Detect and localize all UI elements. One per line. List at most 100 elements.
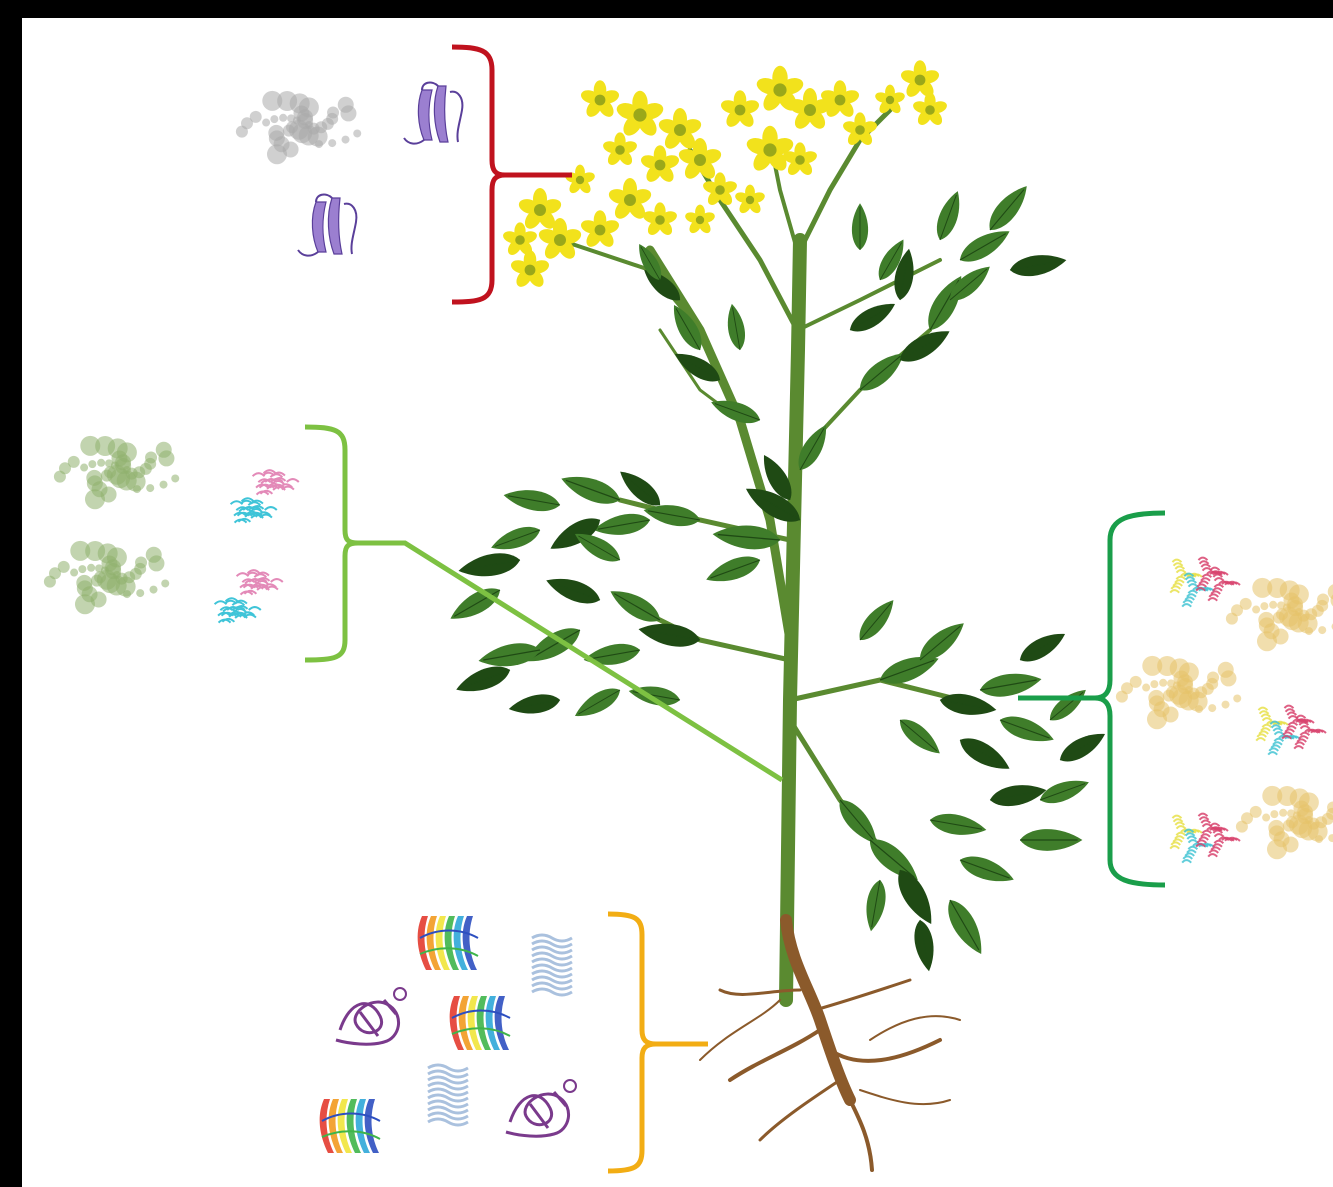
leaves-bracket: [1018, 513, 1165, 885]
leaf: [703, 551, 764, 589]
barrel-strand: [495, 996, 509, 1050]
flower: [579, 210, 621, 250]
protein-blob: [1208, 704, 1216, 712]
complex-subunit: [1174, 563, 1183, 566]
protein-blob: [1283, 603, 1291, 611]
protein-blob: [1147, 709, 1167, 729]
protein-blob: [133, 485, 141, 493]
protein-loop: [404, 138, 424, 144]
complex-subunit: [1200, 561, 1209, 564]
protein-blob: [148, 555, 164, 571]
protein-blob: [1188, 688, 1200, 700]
protein-loop: [344, 204, 356, 254]
leaf: [606, 583, 665, 629]
complex-subunit: [1176, 833, 1185, 836]
complex-subunit: [1299, 723, 1308, 726]
protein-blob: [126, 468, 138, 480]
blue-helical-icon: [428, 1065, 468, 1125]
complex-subunit: [1201, 565, 1210, 568]
complex-subunit: [1301, 726, 1310, 729]
multicolor-complex-icon: [1170, 558, 1240, 607]
multicolor-complex-icon: [1170, 814, 1240, 863]
protein-blob: [1262, 814, 1270, 822]
green-assembly-icon: [54, 436, 179, 509]
dimer-strand-b: [265, 507, 277, 510]
complex-subunit: [1183, 600, 1192, 603]
beta-strand: [328, 198, 342, 254]
protein-blob: [80, 464, 88, 472]
complex-subunit: [1261, 728, 1270, 731]
complex-subunit: [1210, 568, 1219, 571]
complex-subunit: [1175, 567, 1184, 570]
complex-subunit: [1273, 729, 1282, 732]
complex-subunit: [1187, 594, 1196, 597]
complex-subunit: [1214, 585, 1223, 588]
complex-subunit: [1188, 847, 1197, 850]
protein-blob: [117, 442, 137, 462]
complex-subunit: [1182, 604, 1191, 607]
protein-blob: [1305, 627, 1313, 635]
leaf: [1045, 684, 1091, 727]
flower: [642, 202, 679, 237]
protein-blob: [315, 140, 323, 148]
blue-helical-icon: [532, 935, 572, 995]
protein-blob: [116, 573, 128, 585]
complex-subunit: [1175, 580, 1184, 583]
protein-loop: [422, 83, 438, 90]
protein-blob: [262, 119, 270, 127]
protein-blob: [1220, 670, 1236, 686]
leaf: [853, 594, 900, 645]
figure-canvas: [22, 18, 1333, 1187]
complex-subunit: [1177, 826, 1186, 829]
protein-blob: [1289, 584, 1309, 604]
complex-subunit: [1187, 837, 1196, 840]
complex-subunit: [1208, 598, 1217, 601]
protein-blob: [101, 566, 109, 574]
protein-blob: [136, 589, 144, 597]
complex-subunit: [1174, 819, 1183, 822]
leaf: [457, 549, 522, 581]
complex-subunit: [1189, 840, 1198, 843]
leaf: [453, 661, 514, 699]
leaf: [997, 711, 1058, 749]
complex-subunit: [1287, 713, 1296, 716]
protein-blob: [1159, 679, 1167, 687]
leaf: [1015, 626, 1069, 668]
protein-loop: [564, 1080, 576, 1092]
complex-subunit: [1274, 739, 1283, 742]
protein-blob: [1130, 676, 1142, 688]
leaf: [570, 682, 624, 724]
purple-ribbon-icon: [298, 195, 356, 256]
leaf: [477, 639, 542, 671]
leaf: [558, 468, 624, 510]
flower: [719, 90, 761, 130]
leaf: [862, 878, 889, 932]
complex-subunit: [1261, 715, 1270, 718]
complex-subunit: [1201, 834, 1210, 837]
leaf: [1020, 829, 1082, 851]
complex-subunit: [1175, 823, 1184, 826]
flower: [745, 126, 796, 174]
protein-loop: [450, 92, 462, 142]
purple-knot-icon: [506, 1080, 576, 1136]
complex-subunit: [1269, 748, 1278, 751]
protein-blob: [78, 565, 86, 573]
complex-subunit: [1171, 842, 1180, 845]
protein-blob: [267, 144, 287, 164]
protein-blob: [107, 547, 127, 567]
protein-blob: [342, 136, 350, 144]
complex-subunit: [1200, 817, 1209, 820]
complex-subunit: [1260, 711, 1269, 714]
complex-subunit: [1183, 856, 1192, 859]
pink-cyan-dimer-icon: [215, 570, 283, 622]
flower: [509, 250, 551, 290]
leaf: [582, 640, 642, 669]
complex-subunit: [1275, 732, 1284, 735]
protein-blob: [146, 484, 154, 492]
protein-blob: [87, 564, 95, 572]
protein-blob: [1267, 839, 1287, 859]
leaf: [955, 223, 1014, 269]
protein-blob: [353, 129, 361, 137]
complex-subunit: [1213, 575, 1222, 578]
complex-subunit: [1283, 732, 1292, 735]
